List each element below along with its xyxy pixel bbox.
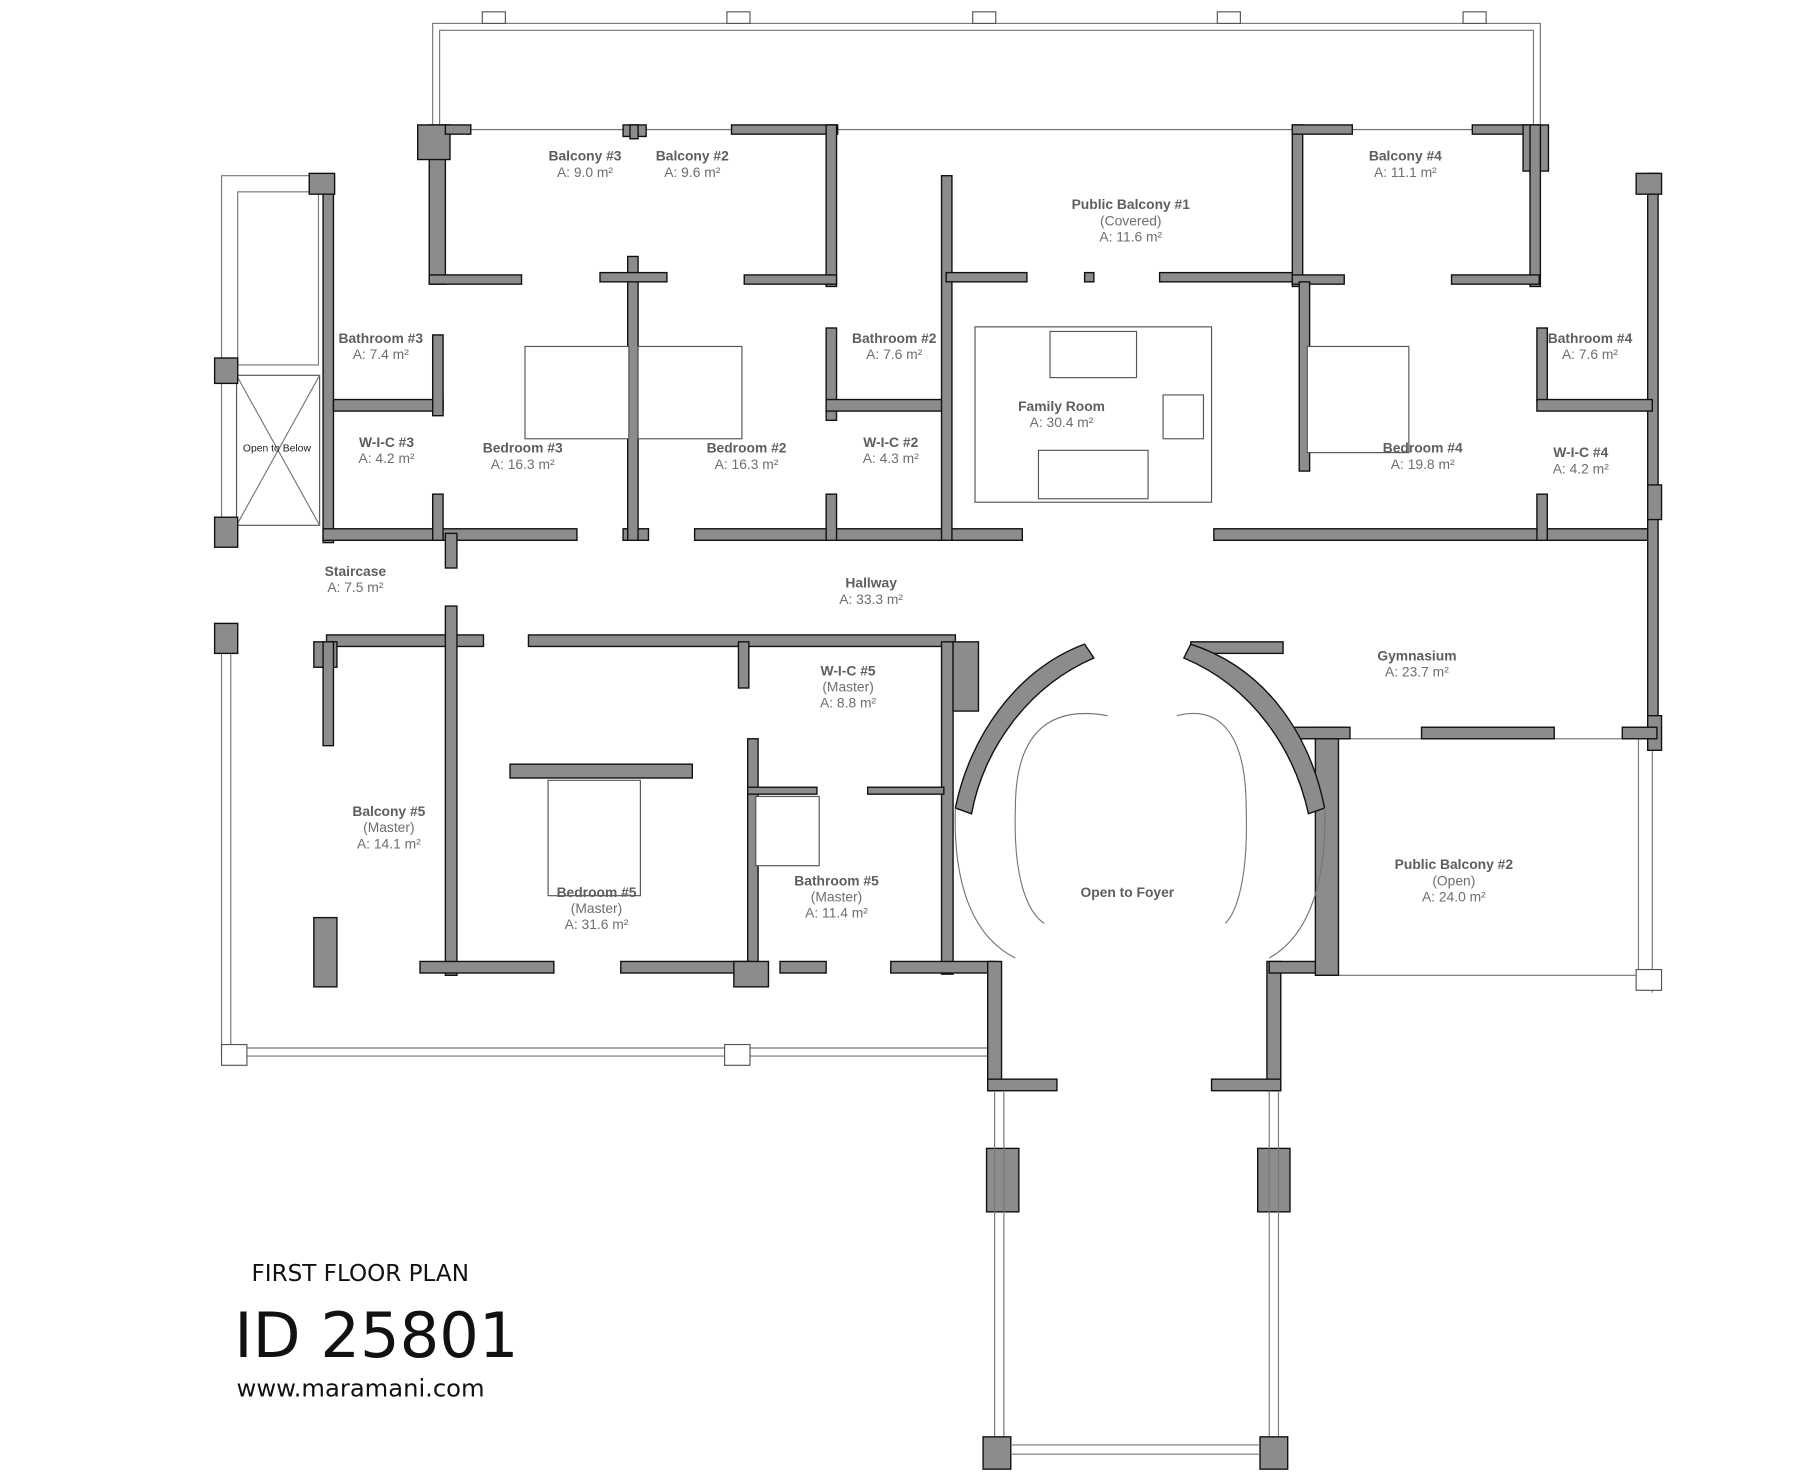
room-area: A: 11.6 m² [1099,228,1162,244]
room-name: Gymnasium [1377,647,1456,663]
room-labels: Balcony #3A: 9.0 m² Balcony #2A: 9.6 m² Pu… [243,148,1633,932]
room-label: Bedroom #5(Master)A: 31.6 m² [557,884,637,932]
room-label: Balcony #3A: 9.0 m² [548,148,621,180]
room-area: A: 14.1 m² [357,835,421,851]
room-sub: (Covered) [1100,212,1161,228]
room-label: W-I-C #2A: 4.3 m² [863,434,919,466]
room-label: Public Balcony #2(Open)A: 24.0 m² [1395,856,1514,904]
room-label: Bathroom #3A: 7.4 m² [339,330,424,362]
room-area: A: 9.6 m² [664,164,720,180]
room-area: A: 8.8 m² [820,695,876,711]
room-name: Staircase [325,563,387,579]
room-name: Bathroom #2 [852,330,937,346]
room-sub: (Master) [811,888,862,904]
walls [213,124,1663,1092]
room-name: Balcony #2 [656,148,729,164]
room-name: W-I-C #4 [1553,444,1608,460]
plan-id: ID 25801 [234,1299,518,1372]
room-area: A: 7.6 m² [866,346,922,362]
room-label: Balcony #2A: 9.6 m² [656,148,729,180]
room-name: Hallway [845,575,897,591]
room-name: Bathroom #3 [339,330,424,346]
canopy-outline [432,11,1541,131]
room-sub: (Master) [363,819,414,835]
room-label: Bedroom #3A: 16.3 m² [483,440,563,472]
room-sub: (Open) [1432,872,1475,888]
room-area: A: 11.4 m² [805,905,868,921]
room-area: A: 16.3 m² [491,456,555,472]
room-name: Bedroom #5 [557,884,637,900]
room-name: W-I-C #5 [821,662,876,678]
room-name: Balcony #5 [352,803,425,819]
room-area: A: 4.3 m² [863,450,919,466]
room-label: Balcony #5(Master)A: 14.1 m² [352,803,425,851]
room-sub: (Master) [571,900,622,916]
room-label: Bedroom #2A: 16.3 m² [707,440,787,472]
room-label: Bathroom #5(Master)A: 11.4 m² [794,872,879,920]
room-area: A: 4.2 m² [1553,460,1609,476]
open-to-below-void [235,374,321,526]
room-area: A: 7.6 m² [1562,346,1618,362]
room-name: Bathroom #4 [1548,330,1633,346]
room-name: W-I-C #2 [863,434,918,450]
room-label: W-I-C #5(Master)A: 8.8 m² [820,662,876,710]
website-link[interactable]: www.maramani.com [237,1374,485,1402]
room-name: Bathroom #5 [794,872,879,888]
room-name: Public Balcony #2 [1395,856,1514,872]
room-area: A: 33.3 m² [839,591,903,607]
beds [524,345,1410,897]
room-area: A: 30.4 m² [1030,414,1094,430]
room-label: Bathroom #4A: 7.6 m² [1548,330,1633,362]
room-name: Family Room [1018,398,1105,414]
room-area: A: 24.0 m² [1422,888,1486,904]
room-area: A: 16.3 m² [715,456,779,472]
room-area: A: 9.0 m² [557,164,613,180]
room-name: Balcony #3 [548,148,621,164]
room-area: A: 23.7 m² [1385,663,1449,679]
room-area: A: 19.8 m² [1391,456,1455,472]
plan-title: FIRST FLOOR PLAN [252,1261,469,1287]
room-label: Open to Foyer [1080,884,1174,900]
room-label: W-I-C #3A: 4.2 m² [358,434,414,466]
room-name: Public Balcony #1 [1072,196,1191,212]
room-name: Bedroom #2 [707,440,787,456]
room-label: Public Balcony #1(Covered)A: 11.6 m² [1072,196,1191,244]
room-name: W-I-C #3 [359,434,414,450]
curved-staircase [954,643,1326,959]
room-area: A: 4.2 m² [358,450,414,466]
room-label: Open to Below [243,443,312,454]
room-area: A: 7.5 m² [327,579,383,595]
room-area: A: 7.4 m² [353,346,409,362]
room-name: Bedroom #4 [1383,440,1463,456]
room-label: Bathroom #2A: 7.6 m² [852,330,937,362]
room-sub: (Master) [822,678,873,694]
room-name: Open to Below [243,443,312,454]
room-area: A: 31.6 m² [565,916,629,932]
room-label: Balcony #4A: 11.1 m² [1369,148,1442,180]
family-room-furniture [974,326,1213,503]
room-area: A: 11.1 m² [1374,164,1437,180]
entry-porch [982,1090,1291,1470]
room-label: W-I-C #4A: 4.2 m² [1553,444,1609,476]
room-name: Bedroom #3 [483,440,563,456]
room-name: Balcony #4 [1369,148,1442,164]
room-label: Bedroom #4A: 19.8 m² [1383,440,1463,472]
room-name: Open to Foyer [1080,884,1174,900]
